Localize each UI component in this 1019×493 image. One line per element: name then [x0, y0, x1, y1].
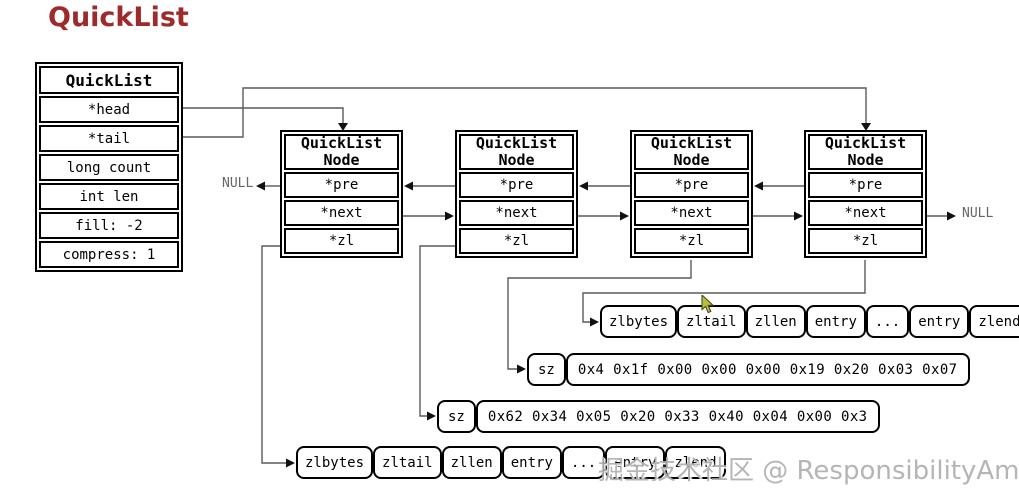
node-field-pre: *pre — [284, 172, 399, 198]
ziplist-cell-ellipsis: ... — [561, 446, 606, 479]
ziplist-cell-zltail: zltail — [373, 446, 442, 479]
quicklist-field-count: long count — [39, 154, 179, 181]
zl3-arrowhead-icon — [517, 364, 526, 374]
node-field-next: *next — [808, 200, 923, 226]
ziplist-cell-entry: entry — [501, 446, 562, 479]
pre1-arrowhead-icon — [256, 181, 265, 191]
ziplist-cell-zlbytes: zlbytes — [600, 305, 678, 338]
head-pointer-line — [183, 107, 344, 124]
page-title: QuickList — [48, 2, 189, 33]
quicklist-node-2: QuickList Node *pre *next *zl — [455, 130, 578, 258]
node-header: QuickList Node — [284, 134, 399, 170]
node-field-zl: *zl — [808, 228, 923, 254]
node-field-next: *next — [284, 200, 399, 226]
node-field-next: *next — [634, 200, 749, 226]
ziplist-cell-ellipsis: ... — [865, 305, 910, 338]
ziplist-cell-zllen: zllen — [441, 446, 502, 479]
node-header: QuickList Node — [808, 134, 923, 170]
null-label-left: NULL — [222, 176, 254, 191]
zl1-line — [261, 245, 288, 464]
quicklist-field-tail: *tail — [39, 125, 179, 152]
quicklist-field-compress: compress: 1 — [39, 241, 179, 268]
sz-label: sz — [437, 400, 476, 433]
quicklist-table: QuickList *head *tail long count int len… — [35, 62, 183, 272]
ziplist-cell-zlend: zlend — [665, 446, 726, 479]
ziplist-cell-entry: entry — [805, 305, 866, 338]
ziplist-cell-entry: entry — [605, 446, 666, 479]
pre2-arrowhead-icon — [404, 181, 413, 191]
sz-row-1: sz 0x4 0x1f 0x00 0x00 0x00 0x19 0x20 0x0… — [527, 353, 970, 386]
ziplist-cell-zlbytes: zlbytes — [296, 446, 374, 479]
quicklist-field-fill: fill: -2 — [39, 212, 179, 239]
quicklist-node-3: QuickList Node *pre *next *zl — [630, 130, 753, 258]
next4-arrowhead-icon — [947, 211, 956, 221]
node-field-zl: *zl — [284, 228, 399, 254]
quicklist-table-header: QuickList — [39, 66, 179, 94]
node-field-next: *next — [459, 200, 574, 226]
ziplist-cell-zllen: zllen — [745, 305, 806, 338]
ziplist-bottom-row: zlbytes zltail zllen entry ... entry zle… — [296, 446, 726, 479]
node-header: QuickList Node — [459, 134, 574, 170]
null-label-right: NULL — [962, 206, 994, 221]
sz-bytes: 0x62 0x34 0x05 0x20 0x33 0x40 0x04 0x00 … — [475, 400, 880, 433]
node-field-pre: *pre — [459, 172, 574, 198]
node-field-pre: *pre — [808, 172, 923, 198]
zl2-line — [419, 245, 455, 417]
node-field-zl: *zl — [459, 228, 574, 254]
node-header: QuickList Node — [634, 134, 749, 170]
node-field-pre: *pre — [634, 172, 749, 198]
next3-arrowhead-icon — [794, 211, 803, 221]
quicklist-field-len: int len — [39, 183, 179, 210]
ziplist-cell-entry: entry — [909, 305, 970, 338]
sz-label: sz — [527, 353, 566, 386]
mouse-cursor-icon — [701, 295, 715, 314]
zl1-arrowhead-icon — [286, 458, 295, 468]
watermark-text: 掘金技术社区 @ ResponsibilityAmbiti — [598, 456, 1019, 486]
next2-arrowhead-icon — [620, 211, 629, 221]
node-field-zl: *zl — [634, 228, 749, 254]
next1-arrowhead-icon — [445, 211, 454, 221]
quicklist-node-4: QuickList Node *pre *next *zl — [804, 130, 927, 258]
quicklist-field-head: *head — [39, 96, 179, 123]
zl2-arrowhead-icon — [427, 411, 436, 421]
sz-row-2: sz 0x62 0x34 0x05 0x20 0x33 0x40 0x04 0x… — [437, 400, 880, 433]
pre3-arrowhead-icon — [579, 181, 588, 191]
quicklist-node-1: QuickList Node *pre *next *zl — [280, 130, 403, 258]
pre4-arrowhead-icon — [754, 181, 763, 191]
sz-bytes: 0x4 0x1f 0x00 0x00 0x00 0x19 0x20 0x03 0… — [565, 353, 970, 386]
ziplist-top-row: zlbytes zltail zllen entry ... entry zle… — [600, 305, 1019, 338]
ziplist-cell-zlend: zlend — [969, 305, 1019, 338]
zl4-arrowhead-icon — [590, 317, 599, 327]
